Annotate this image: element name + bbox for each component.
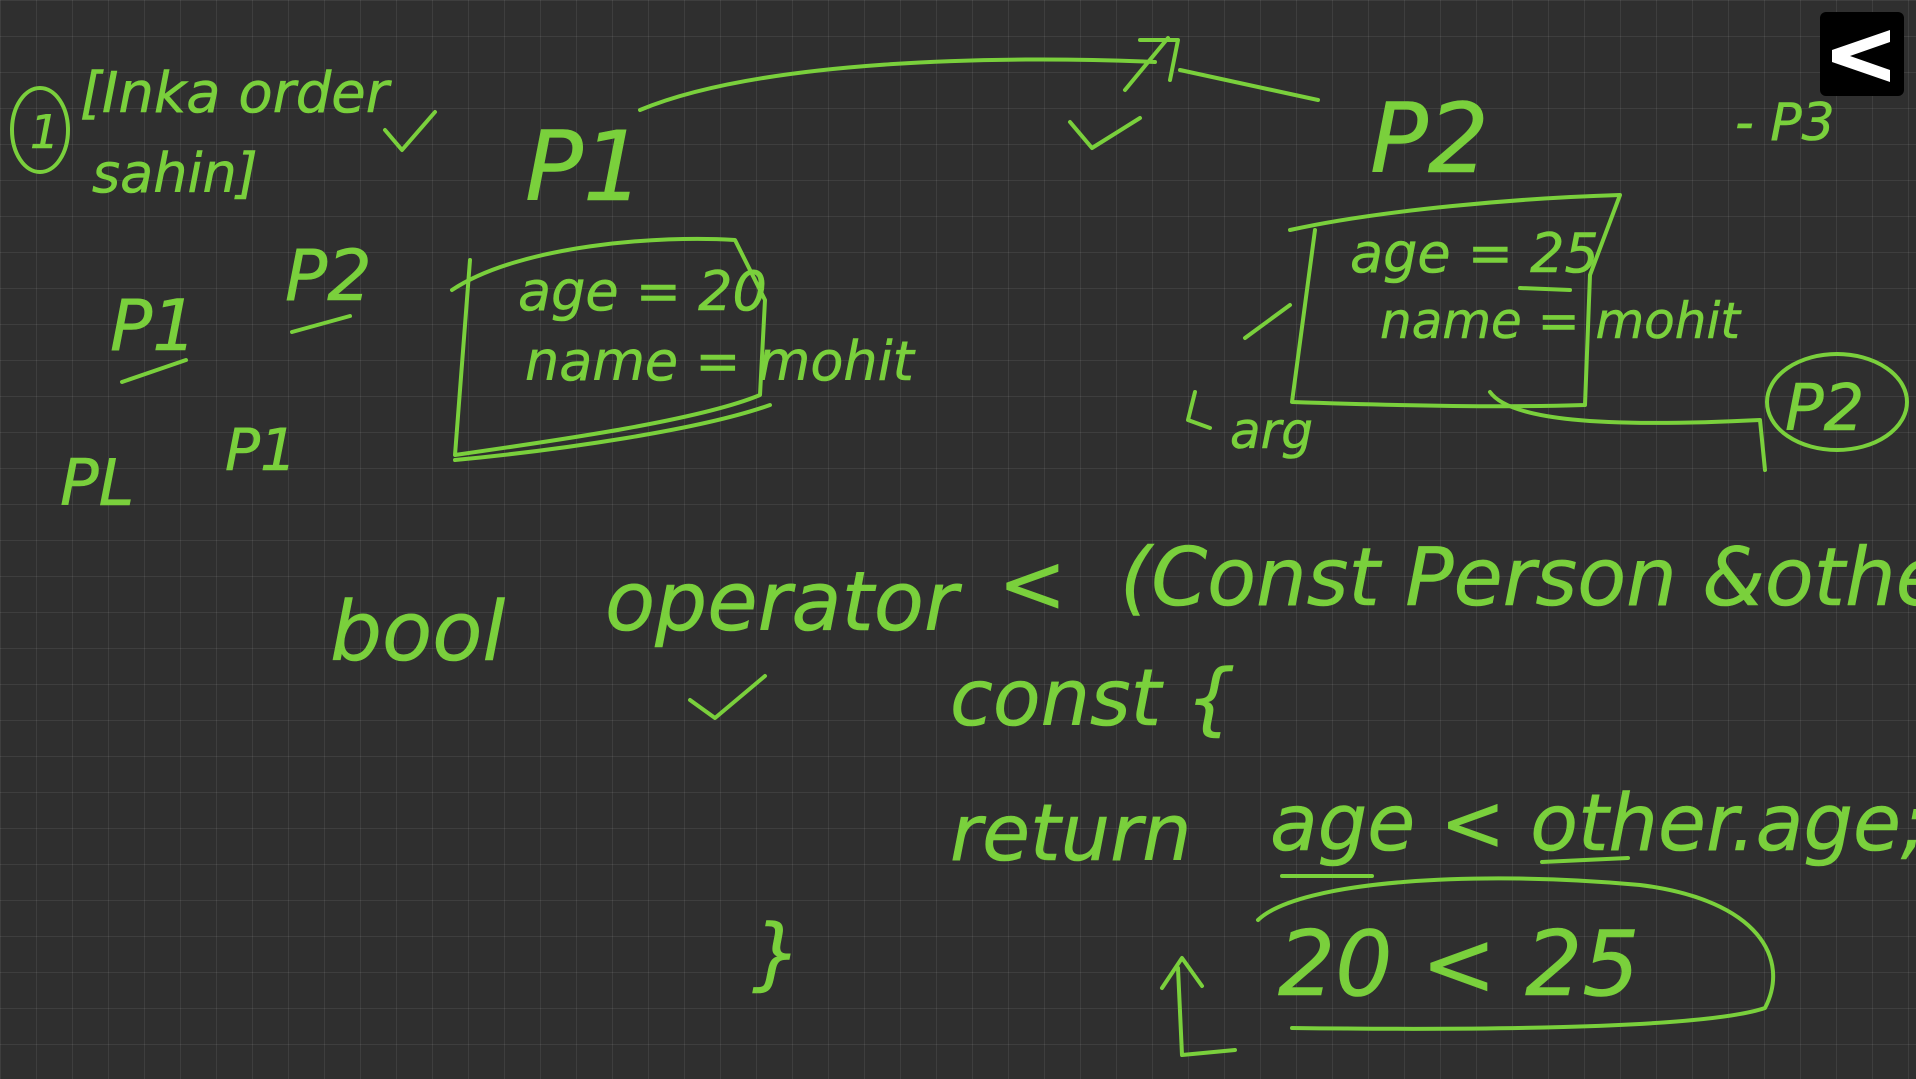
code-operator: operator: [605, 555, 962, 650]
up-arrow-icon: [1160, 956, 1237, 1057]
code-less-than: <: [998, 537, 1067, 632]
checkmark-icon: [688, 674, 767, 720]
line-from-p2: [1178, 68, 1320, 102]
underline-25: [1518, 286, 1572, 292]
p1-object-box: [450, 236, 767, 457]
step-number: 1: [30, 105, 59, 159]
channel-logo: [1820, 12, 1904, 96]
p1-box-shadow: [453, 403, 772, 462]
arg-label: arg: [1230, 402, 1313, 460]
p1-age: age = 20: [518, 260, 767, 323]
connector-to-p2-circle: [1488, 390, 1767, 472]
inka-order-note: [Inka order: [80, 61, 392, 126]
code-close-brace: }: [752, 909, 802, 999]
arg-mark: [1186, 390, 1212, 430]
code-return: return: [950, 789, 1192, 879]
underline-p2: [290, 314, 352, 334]
sahin-note: sahin]: [92, 142, 258, 205]
left-p1-label: P1: [110, 285, 197, 367]
compare-values: 20 < 25: [1278, 912, 1640, 1017]
arrow-head-icon: [1123, 36, 1180, 92]
code-bool: bool: [330, 585, 505, 680]
checkmark-icon: [1068, 116, 1142, 150]
p3-top-label: - P3: [1735, 93, 1835, 153]
code-const: const {: [950, 654, 1236, 744]
left-p1b-label: P1: [225, 416, 297, 484]
code-params: (Const Person &other): [1120, 531, 1916, 624]
checkmark-icon: [383, 110, 437, 152]
left-p2-label: P2: [285, 235, 372, 317]
p2-object-box: [1288, 193, 1622, 409]
code-expression: age < other.age;: [1270, 779, 1916, 869]
left-pl-label: PL: [60, 447, 134, 521]
p1-name: name = mohit: [525, 330, 916, 393]
step-circle: [10, 86, 70, 174]
underline-other: [1540, 856, 1630, 864]
p2-circle: [1765, 352, 1909, 452]
p2-top-label: P2: [1370, 83, 1489, 195]
underline-p1: [120, 358, 188, 384]
p2-circle-label: P2: [1785, 372, 1864, 446]
p2-name: name = mohit: [1380, 292, 1742, 350]
arc-arrow-p1: [638, 57, 1157, 112]
p2-age: age = 25: [1350, 222, 1599, 285]
compare-oval: [1256, 876, 1776, 1031]
arg-pointer: [1243, 303, 1292, 340]
p1-top-label: P1: [525, 111, 644, 223]
play-arrow-logo-icon: [1832, 30, 1890, 82]
